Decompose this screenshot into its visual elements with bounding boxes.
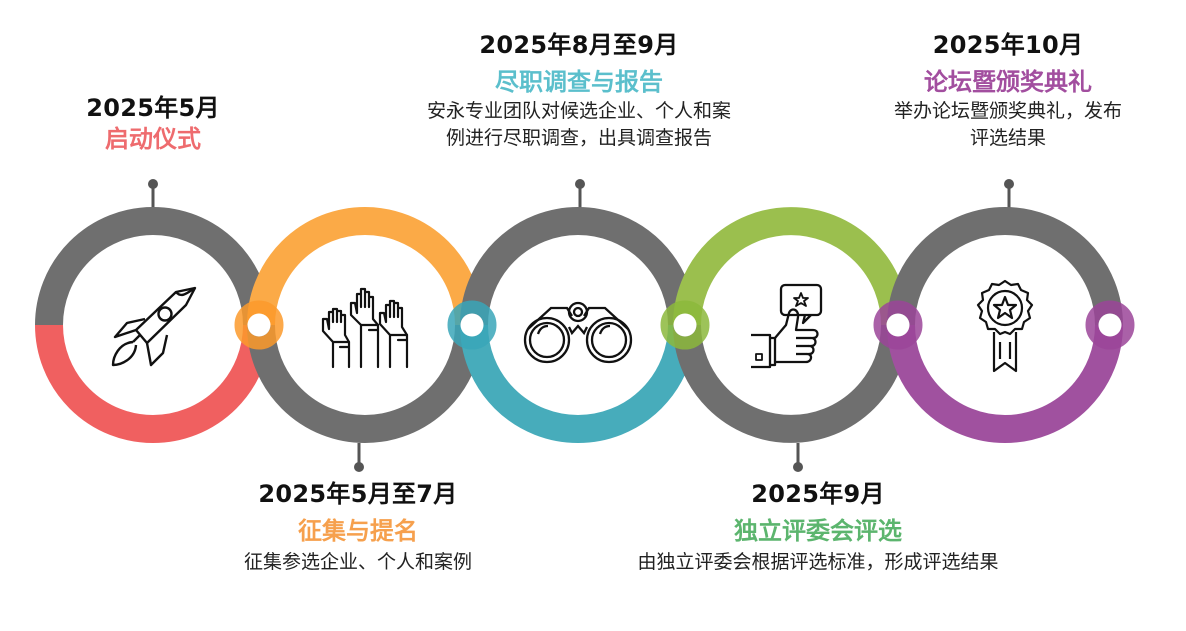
rocket-icon (111, 286, 197, 367)
stage-4-date: 2025年9月 (751, 480, 885, 508)
ring-stage-5 (887, 207, 1123, 443)
stage-2-label: 2025年5月至7月 征集与提名 征集参选企业、个人和案例 (244, 479, 472, 576)
stage-3-title: 尽职调查与报告 (494, 68, 663, 96)
raised-hands-icon (321, 287, 409, 369)
stage-1-label: 2025年5月 启动仪式 (86, 93, 220, 155)
stage-4-title: 独立评委会评选 (733, 517, 902, 545)
connector-stems (148, 179, 1014, 472)
stage-1-date: 2025年5月 (86, 94, 220, 122)
stage-2-description: 征集参选企业、个人和案例 (243, 551, 473, 573)
stage-5-description-line-1: 举办论坛暨颁奖典礼，发布 (893, 100, 1123, 122)
stage-5-date: 2025年10月 (932, 31, 1084, 59)
stage-5-description-line-2: 评选结果 (969, 127, 1047, 149)
ring-stage-1 (35, 207, 271, 443)
ring-stage-3 (460, 207, 696, 443)
connector-nodes (234, 300, 1135, 350)
stage-5-label: 2025年10月 论坛暨颁奖典礼 举办论坛暨颁奖典礼，发布 评选结果 (894, 30, 1122, 152)
stage-3-label: 2025年8月至9月 尽职调查与报告 安永专业团队对候选企业、个人和案 例进行尽… (427, 30, 731, 152)
thumbs-up-star-icon (751, 283, 823, 369)
stage-3-description-line-2: 例进行尽职调查，出具调查报告 (445, 127, 713, 149)
stage-2-date: 2025年5月至7月 (258, 480, 458, 508)
stage-3-date: 2025年8月至9月 (479, 31, 679, 59)
award-medal-icon (976, 279, 1034, 373)
stage-3-description-line-1: 安永专业团队对候选企业、个人和案 (426, 100, 732, 122)
stage-4-description: 由独立评委会根据评选标准，形成评选结果 (637, 551, 999, 573)
stage-1-title: 启动仪式 (104, 125, 201, 153)
binoculars-icon (523, 301, 633, 364)
stage-4-label: 2025年9月 独立评委会评选 由独立评委会根据评选标准，形成评选结果 (637, 479, 998, 576)
stage-5-title: 论坛暨颁奖典礼 (923, 68, 1092, 96)
ring-stage-2 (247, 207, 483, 443)
ring-stage-4 (673, 207, 909, 443)
stage-2-title: 征集与提名 (297, 517, 418, 545)
